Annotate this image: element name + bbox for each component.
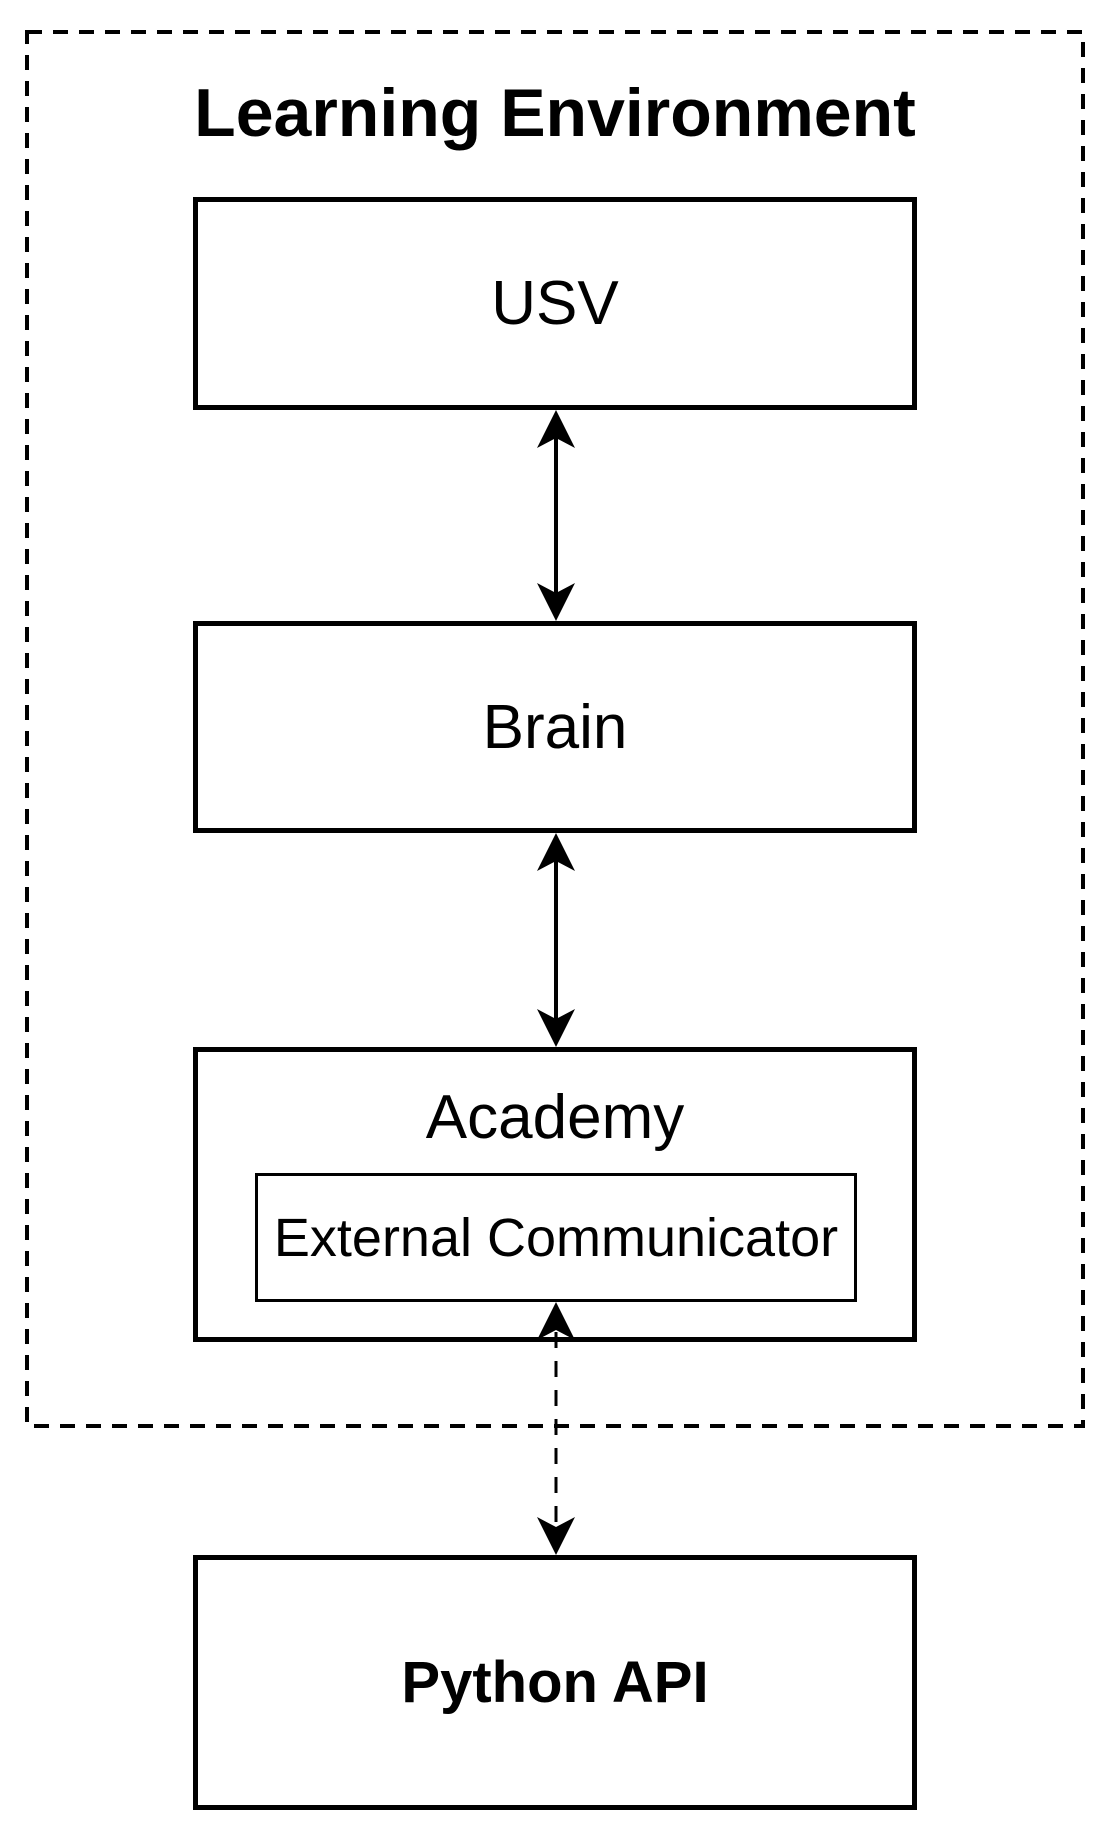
node-python-api-label: Python API xyxy=(401,1650,709,1715)
boundary-title: Learning Environment xyxy=(194,75,916,151)
node-usv-label: USV xyxy=(491,269,619,338)
arrow-usv-brain xyxy=(537,410,575,621)
arrow-brain-academy xyxy=(537,833,575,1047)
node-external-communicator-label: External Communicator xyxy=(273,1207,839,1268)
node-brain: Brain xyxy=(193,621,917,833)
node-brain-label: Brain xyxy=(482,692,628,762)
node-external-communicator: External Communicator xyxy=(255,1173,857,1302)
arrow-external-communicator-python-api xyxy=(537,1302,575,1555)
node-academy-label: Academy xyxy=(425,1083,685,1152)
node-usv: USV xyxy=(193,197,917,410)
node-python-api: Python API xyxy=(193,1555,917,1810)
